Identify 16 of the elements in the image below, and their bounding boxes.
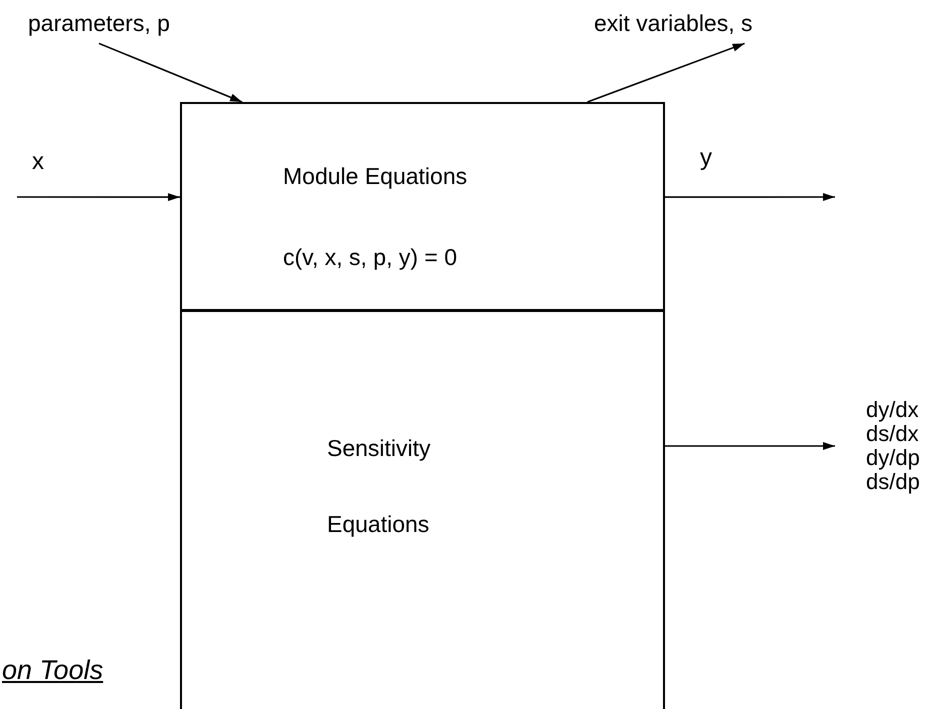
arrow xyxy=(98,42,242,103)
arrow xyxy=(587,42,745,103)
box-title: Sensitivity Equations xyxy=(327,434,432,539)
arrow xyxy=(665,442,835,450)
input-label: parameters, p xyxy=(28,10,170,36)
module-equations-box xyxy=(180,102,665,311)
arrow xyxy=(665,193,835,201)
output-list: dy/dx ds/dx dy/dp ds/dp xyxy=(866,398,920,494)
heading-fragment: on Tools xyxy=(2,655,104,686)
equation-text: c(v, x, s, p, y) = 0 xyxy=(283,244,458,270)
edge-label: y xyxy=(700,144,712,172)
arrow xyxy=(17,193,180,202)
sensitivity-equations-box xyxy=(180,310,665,709)
output-label: exit variables, s xyxy=(594,10,753,36)
edge-label: x xyxy=(32,148,44,176)
box-title: Module Equations xyxy=(283,163,468,190)
